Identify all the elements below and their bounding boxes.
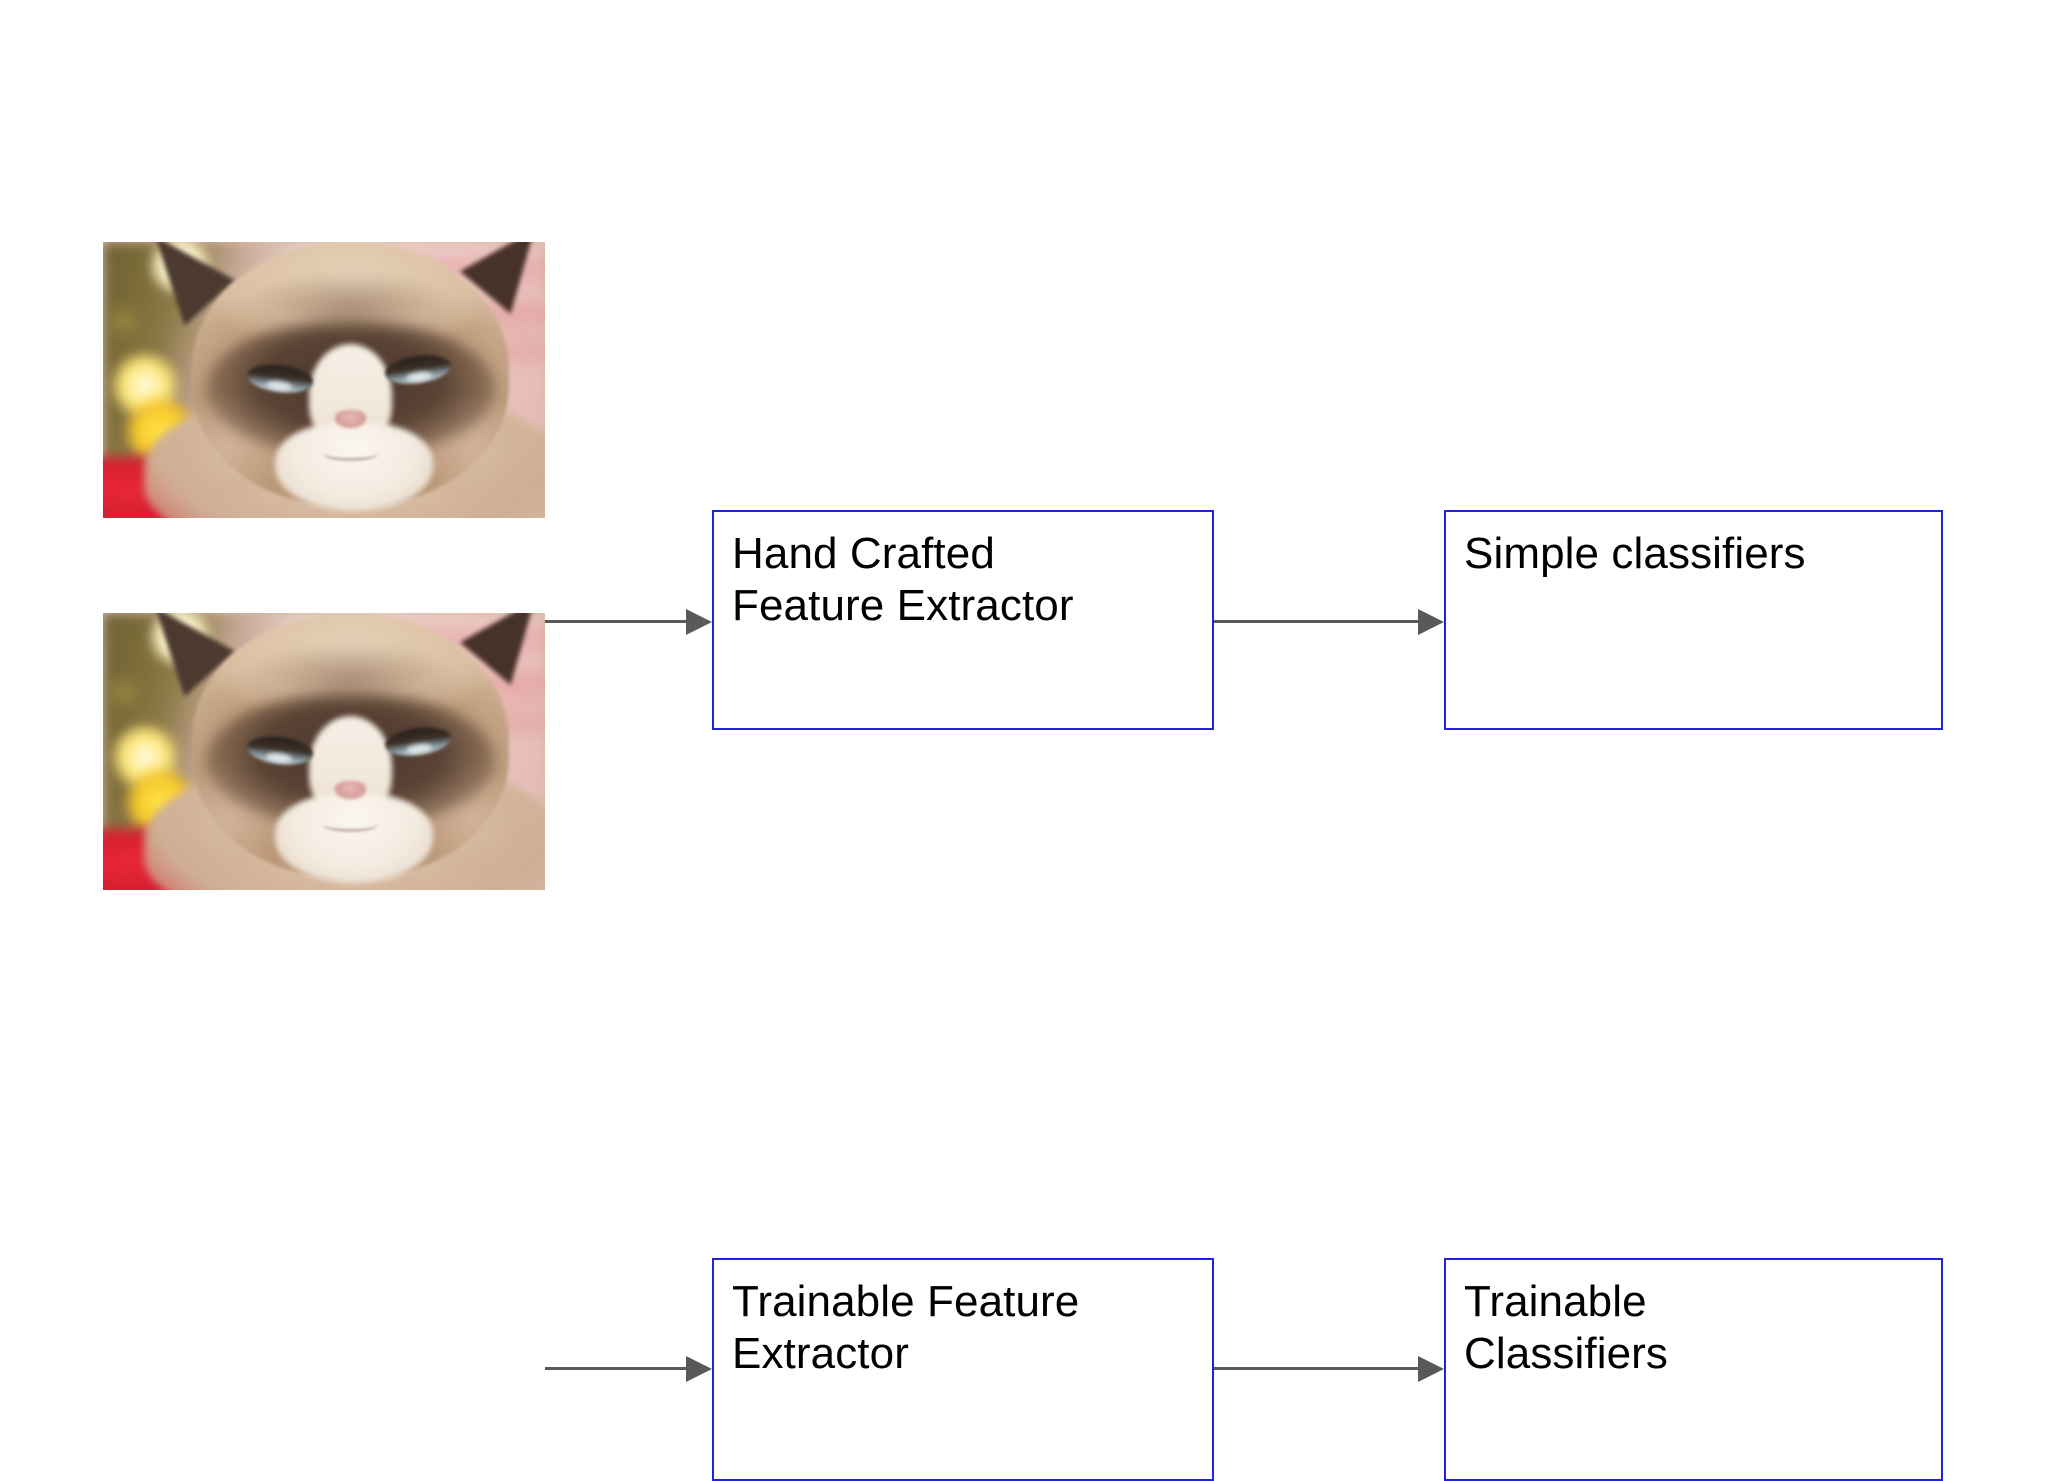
stage-box-simple-classifiers[interactable]: Simple classifiers: [1444, 510, 1943, 730]
pipeline-row-classical: Hand Crafted Feature Extractor Simple cl…: [0, 242, 2048, 730]
stage-box-trainable-feature-extractor[interactable]: Trainable Feature Extractor: [712, 1258, 1214, 1481]
stage-box-hand-crafted-feature-extractor[interactable]: Hand Crafted Feature Extractor: [712, 510, 1214, 730]
arrow-shaft: [545, 1367, 686, 1370]
stage-label: Simple classifiers: [1464, 529, 1806, 578]
cat-mouth: [322, 446, 379, 461]
cat-eye-shine: [405, 370, 433, 384]
cat-mouth: [322, 817, 379, 833]
photo-content: [103, 613, 545, 890]
arrow-shaft: [1214, 1367, 1418, 1370]
cat-muzzle: [274, 421, 434, 512]
arrow-shaft: [545, 620, 686, 623]
arrow-head-icon: [1418, 1356, 1444, 1382]
cat-nose: [334, 409, 366, 428]
arrow-photo-to-feature-extractor: [545, 609, 712, 635]
cat-figure: [127, 613, 545, 890]
pipeline-row-deep-learning: Trainable Feature Extractor Trainable Cl…: [0, 613, 2048, 1481]
cat-brow: [247, 272, 454, 333]
input-photo-grumpy-cat-row-1: [103, 242, 545, 518]
photo-content: [103, 242, 545, 518]
cat-eye-shine: [405, 741, 433, 755]
diagram-canvas: Hand Crafted Feature Extractor Simple cl…: [0, 242, 2048, 1481]
stage-label: Hand Crafted Feature Extractor: [732, 529, 1074, 630]
cat-nose: [334, 781, 366, 800]
stage-label: Trainable Classifiers: [1464, 1277, 1669, 1378]
arrow-head-icon: [686, 1356, 712, 1382]
arrow-shaft: [1214, 620, 1418, 623]
arrow-photo-to-trainable-feature-extractor: [545, 1356, 712, 1382]
cat-brow: [247, 643, 454, 704]
cat-eye-shine: [265, 751, 293, 764]
bokeh-light: [147, 242, 214, 295]
bokeh-light: [103, 673, 143, 710]
stage-label: Trainable Feature Extractor: [732, 1277, 1080, 1378]
arrow-head-icon: [686, 609, 712, 635]
arrow-feature-extractor-to-classifier: [1214, 609, 1444, 635]
arrow-trainable-feature-extractor-to-classifier: [1214, 1356, 1444, 1382]
bokeh-light: [103, 302, 143, 339]
cat-figure: [127, 242, 545, 518]
cat-eye-shine: [265, 379, 293, 392]
bokeh-light: [147, 613, 214, 666]
stage-box-trainable-classifiers[interactable]: Trainable Classifiers: [1444, 1258, 1943, 1481]
input-photo-grumpy-cat-row-2: [103, 613, 545, 890]
arrow-head-icon: [1418, 609, 1444, 635]
cat-muzzle: [274, 793, 434, 884]
